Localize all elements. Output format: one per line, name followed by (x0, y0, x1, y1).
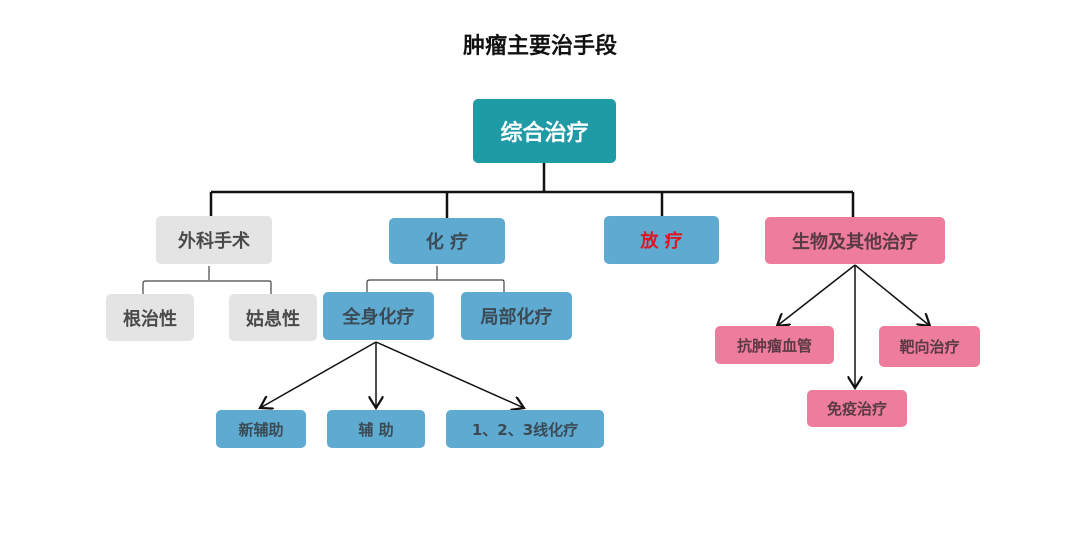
node-surgery: 外科手术 (156, 216, 272, 264)
node-targeted-therapy: 靶向治疗 (879, 326, 980, 367)
node-adjuvant: 辅 助 (327, 410, 425, 448)
node-palliative: 姑息性 (229, 294, 317, 341)
node-local-chemo: 局部化疗 (461, 292, 572, 340)
node-anti-angiogenesis: 抗肿瘤血管 (715, 326, 834, 364)
node-radiotherapy: 放 疗 (604, 216, 719, 264)
node-biological-therapy: 生物及其他治疗 (765, 217, 945, 264)
node-comprehensive-treatment: 综合治疗 (473, 99, 616, 163)
node-line-chemo: 1、2、3线化疗 (446, 410, 604, 448)
diagram-title: 肿瘤主要治手段 (462, 34, 617, 59)
node-chemotherapy: 化 疗 (389, 218, 505, 264)
node-radical: 根治性 (106, 294, 194, 341)
node-immunotherapy: 免疫治疗 (807, 390, 907, 427)
node-neoadjuvant: 新辅助 (216, 410, 306, 448)
node-systemic-chemo: 全身化疗 (323, 292, 434, 340)
